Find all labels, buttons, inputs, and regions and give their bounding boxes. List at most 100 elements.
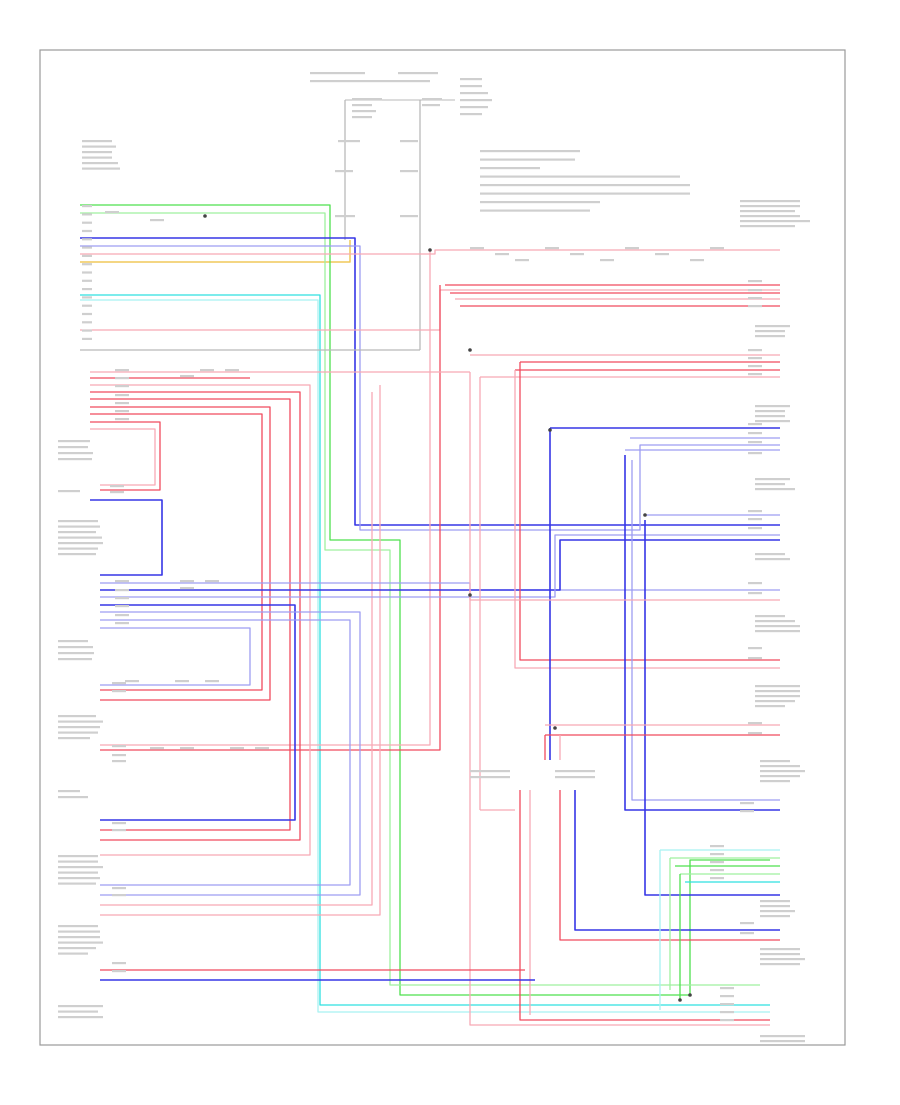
unreadable-label-179 xyxy=(495,253,509,256)
unreadable-label-159 xyxy=(110,491,124,494)
unreadable-label-136 xyxy=(555,776,595,779)
unreadable-label-212 xyxy=(710,853,724,856)
unreadable-label-62 xyxy=(755,405,790,408)
unreadable-label-146 xyxy=(115,402,129,405)
unreadable-label-126 xyxy=(58,936,100,939)
unreadable-label-22 xyxy=(480,150,580,153)
unreadable-label-185 xyxy=(655,253,669,256)
unreadable-label-201 xyxy=(748,518,762,521)
unreadable-label-12 xyxy=(352,110,376,113)
splice-point-6 xyxy=(643,513,647,517)
wire-red-27 xyxy=(90,421,161,491)
unreadable-label-71 xyxy=(755,615,785,618)
unreadable-label-208 xyxy=(748,732,762,735)
unreadable-label-52 xyxy=(82,337,92,340)
unreadable-label-15 xyxy=(422,104,440,107)
wire-lightcyan-11 xyxy=(80,299,770,1013)
unreadable-label-38 xyxy=(82,221,92,224)
unreadable-label-116 xyxy=(58,790,80,793)
unreadable-label-192 xyxy=(748,349,762,352)
unreadable-label-97 xyxy=(58,452,93,455)
unreadable-label-169 xyxy=(112,962,126,965)
unreadable-label-177 xyxy=(255,747,269,750)
unreadable-label-168 xyxy=(112,894,126,897)
wire-lightblue-8 xyxy=(80,245,780,531)
unreadable-label-170 xyxy=(112,970,126,973)
wire-blue-7 xyxy=(80,237,780,526)
unreadable-label-220 xyxy=(720,1003,734,1006)
unreadable-label-161 xyxy=(112,690,126,693)
unreadable-label-21 xyxy=(400,215,418,218)
unreadable-label-200 xyxy=(748,510,762,513)
unreadable-label-48 xyxy=(82,304,92,307)
splice-point-7 xyxy=(553,726,557,730)
unreadable-label-147 xyxy=(115,410,129,413)
unreadable-label-45 xyxy=(82,279,92,282)
unreadable-label-120 xyxy=(58,866,103,869)
unreadable-label-80 xyxy=(760,760,790,763)
unreadable-label-149 xyxy=(180,580,194,583)
unreadable-label-59 xyxy=(755,325,790,328)
wire-red-25 xyxy=(90,406,271,701)
unreadable-label-85 xyxy=(760,900,790,903)
unreadable-label-184 xyxy=(625,247,639,250)
unreadable-label-127 xyxy=(58,941,103,944)
wire-layer xyxy=(80,99,780,1026)
wire-red-43 xyxy=(519,362,780,661)
unreadable-label-175 xyxy=(180,747,194,750)
unreadable-label-210 xyxy=(740,810,754,813)
unreadable-label-128 xyxy=(58,947,96,950)
unreadable-label-92 xyxy=(760,963,800,966)
unreadable-label-102 xyxy=(58,531,96,534)
unreadable-label-218 xyxy=(720,987,734,990)
unreadable-label-20 xyxy=(335,215,355,218)
unreadable-label-49 xyxy=(82,312,92,316)
unreadable-label-94 xyxy=(760,1040,805,1043)
wire-lightblue-36 xyxy=(100,611,361,896)
unreadable-label-81 xyxy=(760,765,800,768)
unreadable-label-3 xyxy=(310,80,430,83)
unreadable-label-181 xyxy=(545,247,559,250)
wire-red-60 xyxy=(559,790,780,941)
unreadable-label-43 xyxy=(82,263,92,266)
unreadable-label-98 xyxy=(58,458,92,461)
unreadable-label-111 xyxy=(58,715,96,718)
unreadable-label-93 xyxy=(760,1035,805,1038)
unreadable-label-190 xyxy=(748,297,762,300)
unreadable-label-214 xyxy=(710,869,724,872)
unreadable-label-42 xyxy=(82,254,92,257)
unreadable-label-134 xyxy=(470,776,510,779)
unreadable-label-183 xyxy=(600,259,614,262)
unreadable-label-91 xyxy=(760,958,805,961)
unreadable-label-140 xyxy=(225,369,239,372)
unreadable-label-90 xyxy=(760,953,800,956)
unreadable-label-165 xyxy=(112,822,126,825)
unreadable-label-197 xyxy=(748,432,762,435)
unreadable-label-35 xyxy=(82,167,120,170)
unreadable-label-131 xyxy=(58,1010,98,1013)
unreadable-label-50 xyxy=(82,321,92,324)
unreadable-label-106 xyxy=(58,553,96,556)
splice-point-1 xyxy=(203,214,207,218)
unreadable-label-104 xyxy=(58,542,103,545)
unreadable-label-180 xyxy=(515,259,529,262)
wire-pink-19 xyxy=(100,250,431,746)
wire-lightblue-37 xyxy=(100,619,351,886)
unreadable-label-109 xyxy=(58,652,94,655)
unreadable-label-60 xyxy=(755,330,785,333)
unreadable-label-121 xyxy=(58,871,98,874)
unreadable-label-195 xyxy=(748,373,762,376)
unreadable-label-75 xyxy=(755,685,800,688)
unreadable-label-25 xyxy=(480,175,680,178)
unreadable-label-162 xyxy=(112,745,126,748)
unreadable-label-172 xyxy=(175,680,189,683)
unreadable-label-103 xyxy=(58,536,102,539)
unreadable-label-143 xyxy=(115,377,129,380)
unreadable-label-129 xyxy=(58,952,88,955)
wire-red-26 xyxy=(90,413,263,691)
splice-layer xyxy=(203,214,692,1002)
unreadable-label-28 xyxy=(480,201,600,204)
wire-red-24 xyxy=(90,398,291,831)
unreadable-label-158 xyxy=(110,485,124,488)
